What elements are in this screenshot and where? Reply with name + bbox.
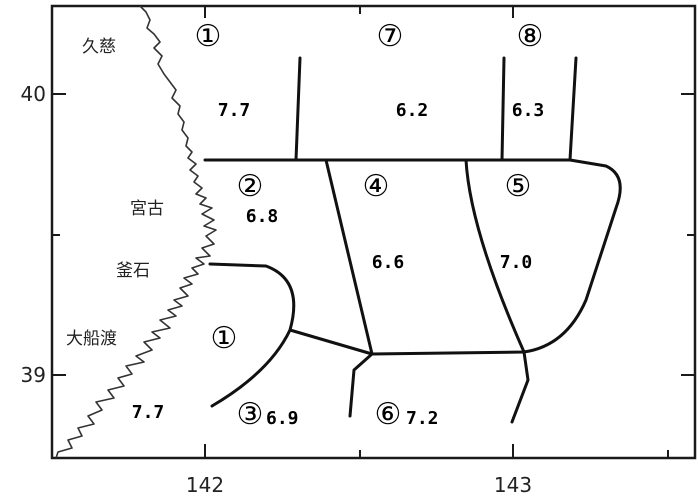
place-ofunato: 大船渡 <box>66 329 117 349</box>
zone-magnitude-4: 6.6 <box>372 252 405 273</box>
axis-ticks <box>52 6 695 458</box>
zone-boundaries <box>203 56 622 424</box>
x-tick-label-142: 142 <box>186 473 224 497</box>
place-miyako: 宮古 <box>130 199 164 219</box>
y-tick-label-39: 39 <box>21 363 46 387</box>
y-tick-label-40: 40 <box>21 82 46 106</box>
zone-id-1-north: ① <box>195 19 222 54</box>
zone-magnitude-3: 6.9 <box>266 408 299 429</box>
zone-id-7: ⑦ <box>377 19 404 54</box>
zone-id-8: ⑧ <box>517 19 544 54</box>
zone-id-2: ② <box>237 169 264 204</box>
x-tick-label-143: 143 <box>494 473 532 497</box>
zone-magnitude-8: 6.3 <box>512 100 545 121</box>
zone-id-1-south: ① <box>211 321 238 356</box>
zone-id-6: ⑥ <box>375 397 402 432</box>
zone-id-3: ③ <box>237 397 264 432</box>
place-kamaishi: 釜石 <box>116 261 150 281</box>
zone-magnitude-7: 6.2 <box>396 100 429 121</box>
zone-magnitude-2: 6.8 <box>246 206 279 227</box>
zone-id-4: ④ <box>363 169 390 204</box>
place-kuji: 久慈 <box>82 37 116 57</box>
zone-magnitude-5: 7.0 <box>500 252 533 273</box>
zone-magnitude-1-south: 7.7 <box>132 402 165 423</box>
coastline <box>55 5 217 459</box>
zone-id-5: ⑤ <box>505 169 532 204</box>
map-frame <box>50 4 697 460</box>
zone-magnitude-6: 7.2 <box>406 408 439 429</box>
zone-magnitude-1-north: 7.7 <box>218 100 251 121</box>
